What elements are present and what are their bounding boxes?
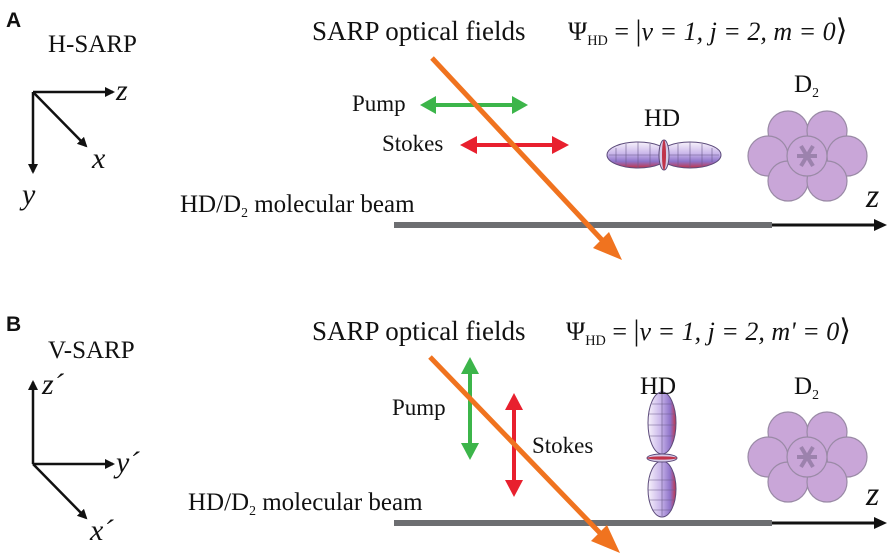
axis-b-z-label: z´ [42, 368, 64, 401]
beam-a-arrowhead [874, 219, 887, 231]
axis-b-x-arrow [32, 463, 88, 520]
panel-b-letter: B [6, 313, 22, 336]
formula-b-psi: Ψ [566, 317, 586, 346]
panel-b-method: V-SARP [48, 337, 135, 364]
panel-a-letter: A [6, 9, 22, 32]
panel-b-formula: ΨHD = |v = 1, j = 2, m' = 0⟩ [566, 314, 851, 349]
axis-b-y-label: y´ [116, 446, 140, 479]
laser-arrow-a [430, 56, 622, 260]
hd-label-a: HD [644, 105, 681, 132]
formula-a-psi-sub: HD [587, 33, 608, 49]
d2-label-a: D2 [794, 71, 819, 100]
panel-a-formula: ΨHD = |v = 1, j = 2, m = 0⟩ [568, 14, 848, 49]
beam-axis-label-a: z [866, 178, 880, 215]
d2-label-b: D2 [794, 373, 819, 402]
panel-a-method: H-SARP [48, 31, 137, 58]
formula-b-state: v = 1, j = 2, m' = 0 [639, 317, 840, 346]
beam-axis-label-b: z [866, 476, 880, 513]
beam-label-b: HD/D2 molecular beam [188, 489, 423, 518]
beam-b-arrowhead [874, 517, 887, 529]
d2-molecule-a [747, 110, 868, 202]
formula-b-eq: = [612, 317, 628, 346]
beam-label-a: HD/D2 molecular beam [180, 191, 415, 220]
axis-a-z-label: z [116, 74, 128, 107]
panel-a-title: SARP optical fields [312, 16, 526, 46]
pump-label-a: Pump [352, 91, 406, 116]
d2-molecule-b [747, 411, 868, 503]
pump-label-b: Pump [392, 395, 446, 420]
formula-a-psi: Ψ [568, 17, 588, 46]
axes-b [28, 380, 115, 520]
laser-arrow-b [428, 355, 620, 553]
stokes-label-a: Stokes [382, 131, 444, 156]
axis-a-y-label: y [22, 178, 36, 211]
pump-arrow-b [461, 357, 479, 460]
formula-a-state: v = 1, j = 2, m = 0 [641, 17, 836, 46]
axes-a [28, 87, 115, 174]
formula-a-eq: = [614, 17, 630, 46]
hd-orbital-b [646, 391, 678, 518]
axis-b-x-label: x´ [90, 514, 114, 547]
stokes-label-b: Stokes [532, 433, 594, 458]
formula-b-psi-sub: HD [585, 333, 606, 349]
hd-label-b: HD [640, 373, 677, 400]
panel-b-title: SARP optical fields [312, 316, 526, 346]
axis-a-x-label: x [92, 142, 106, 175]
hd-orbital-a [606, 139, 722, 171]
axis-a-x-arrow [32, 91, 88, 148]
